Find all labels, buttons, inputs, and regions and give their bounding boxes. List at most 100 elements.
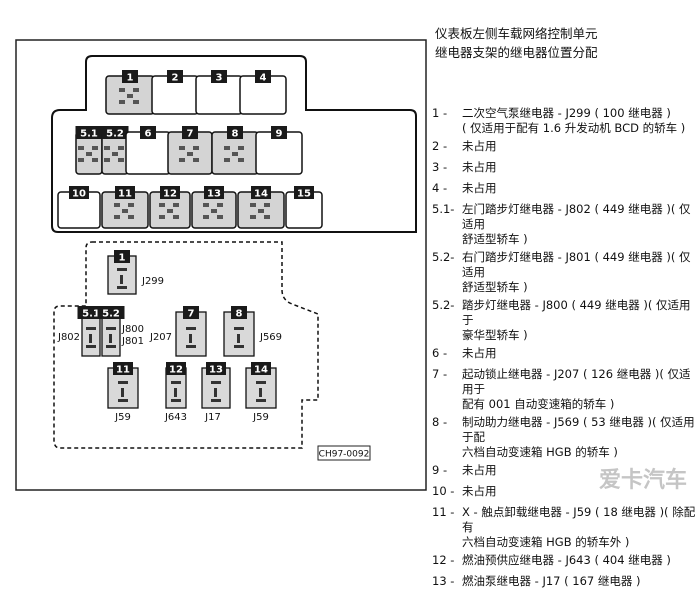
relay-slot-4: 4 [239,70,287,115]
legend-number: 11 - [432,505,455,519]
legend-item: 2 -未占用 [432,139,695,157]
terminal-pin [92,158,98,162]
terminal-pin [217,203,223,207]
legend-number: 1 - [432,106,448,120]
terminal-pin [258,209,264,213]
slot-number-badge [122,70,138,83]
relay-code-label: J801 [121,336,144,347]
terminal-pin [159,203,165,207]
legend-item: 3 -未占用 [432,160,695,178]
relay-code-label: J59 [114,412,131,423]
slot-number: 10 [72,189,86,200]
legend-number: 8 - [432,415,448,429]
slot-number: 9 [276,129,283,140]
relay-pin [171,381,181,384]
terminal-pin [203,203,209,207]
relay-slot-10: 10 [57,186,101,229]
relay-code-label: J802 [57,332,80,343]
terminal-pin [119,88,125,92]
legend-item: 1 - 二次空气泵继电器 - J299 ( 100 继电器 )( 仅适用于配有 1… [432,106,695,136]
diagram-code-box [317,445,371,461]
legend-number: 4 - [432,181,448,195]
terminal-pin [104,158,110,162]
relay-slot-15: 15 [285,186,323,229]
terminal-pin [78,158,84,162]
terminal-pin [159,215,165,219]
relay-pin [86,345,96,348]
slot-number-badge [97,306,125,319]
slot-number: 5.1 [82,309,100,320]
legend-text: 燃油预供应继电器 - J643 ( 404 继电器 ) [462,553,671,567]
relay-slot-9: 9 [255,126,303,175]
relay-code-label: J59 [252,412,269,423]
relay-pin [214,388,217,397]
terminal-pin [193,146,199,150]
terminal-pin [250,203,256,207]
slot-number: 1 [119,253,126,264]
relay-slot-3: 3 [195,70,243,115]
legend-text: 燃油泵继电器 - J17 ( 167 继电器 ) [462,574,641,588]
relay-code-label: J207 [149,332,172,343]
relay-pin [174,388,177,397]
slot-number-badge [114,250,130,263]
legend-item: 6 -未占用 [432,346,695,364]
watermark-logo: 爱卡汽车 [598,468,687,493]
slot-number-badge [227,126,243,139]
relay-pin [234,345,244,348]
relay-code-label: J17 [204,412,221,423]
legend-number: 12 - [432,553,455,567]
relay-pin [186,327,196,330]
legend-text: X - 触点卸载继电器 - J59 ( 18 继电器 )( 除配有六档自动变速箱… [462,505,695,549]
relay-pin [256,381,266,384]
diagram-frame [15,39,427,491]
terminal-pin [128,215,134,219]
slot-number-badge [211,70,227,83]
slot-number: 8 [236,309,243,320]
legend-item: 5.2-右门踏步灯继电器 - J801 ( 449 继电器 )( 仅适用舒适型轿… [432,250,695,295]
relay-code-label: J569 [259,332,282,343]
relay-slot-14: 14 [237,186,285,229]
terminal-pin [250,215,256,219]
terminal-pin [122,209,128,213]
relay-pin [186,345,196,348]
slot-number-badge [101,126,129,139]
legend-item: 5.1-左门踏步灯继电器 - J802 ( 449 继电器 )( 仅适用舒适型轿… [432,202,695,247]
relay-slot-12: 12 [149,186,191,229]
legend-text: 起动锁止继电器 - J207 ( 126 继电器 )( 仅适用于配有 001 自… [462,367,691,411]
legend-item: 8 -制动助力继电器 - J569 ( 53 继电器 )( 仅适用于配六档自动变… [432,415,695,460]
relay-pin [234,327,244,330]
legend-number: 3 - [432,160,448,174]
relay-slot-1: 1 [105,70,155,115]
legend-text: 未占用 [462,346,497,360]
relay-pin [256,399,266,402]
slot-number-badge [251,362,271,375]
legend-text: 未占用 [462,484,497,498]
terminal-pin [133,100,139,104]
legend-text: 踏步灯继电器 - J800 ( 449 继电器 )( 仅适用于豪华型轿车 ) [462,298,691,342]
relay-pin [120,275,123,284]
relay-pin [189,334,192,343]
legend-item: 9 -未占用 [432,463,695,481]
legend-number: 5.1- [432,202,455,216]
terminal-pin [86,152,92,156]
relay-slot-8: 8 [211,126,259,175]
slot-number-badge [160,186,180,199]
slot-number-badge [167,70,183,83]
terminal-pin [179,146,185,150]
terminal-pin [114,215,120,219]
slot-number: 6 [145,129,152,140]
terminal-pin [127,94,133,98]
terminal-pin [114,203,120,207]
title-line-2: 继电器支架的继电器位置分配 [435,45,598,60]
terminal-pin [104,146,110,150]
legend-text: 未占用 [462,139,497,153]
slot-number-badge [251,186,271,199]
slot-number-badge [75,126,103,139]
slot-number-badge [183,306,199,319]
relay-bracket-outline [51,55,417,233]
terminal-pin [112,152,118,156]
slot-number: 14 [254,189,268,200]
legend-text: 二次空气泵继电器 - J299 ( 100 继电器 )( 仅适用于配有 1.6 … [462,106,686,135]
